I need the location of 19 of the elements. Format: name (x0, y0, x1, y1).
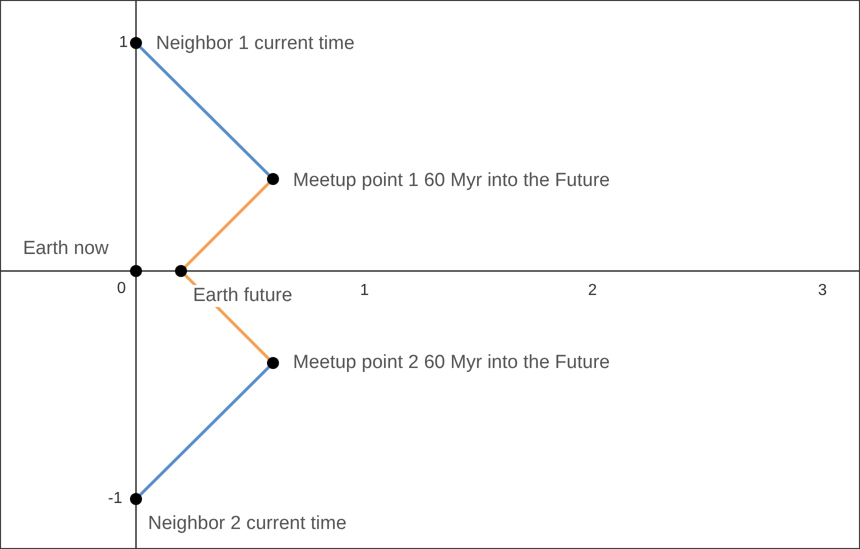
point-label: Neighbor 1 current time (156, 33, 355, 55)
point-label: Meetup point 2 60 Myr into the Future (293, 352, 610, 374)
axis-tick-label: -1 (108, 490, 122, 508)
point-label: Neighbor 2 current time (148, 513, 347, 535)
point-marker (130, 37, 142, 49)
axis-tick-label: 1 (360, 282, 369, 300)
point-label: Meetup point 1 60 Myr into the Future (293, 170, 610, 192)
point-marker (130, 493, 142, 505)
axis-tick-label: 2 (588, 282, 597, 300)
line-segment (139, 46, 270, 176)
point-marker (267, 173, 279, 185)
point-marker (130, 265, 142, 277)
axis-tick-label: 3 (818, 282, 827, 300)
point-marker (267, 357, 279, 369)
axis-tick-label: 1 (119, 34, 128, 52)
point-marker (175, 265, 187, 277)
line-segment (139, 366, 270, 496)
axis-tick-label: 0 (117, 280, 126, 298)
point-label: Earth future (193, 285, 292, 307)
